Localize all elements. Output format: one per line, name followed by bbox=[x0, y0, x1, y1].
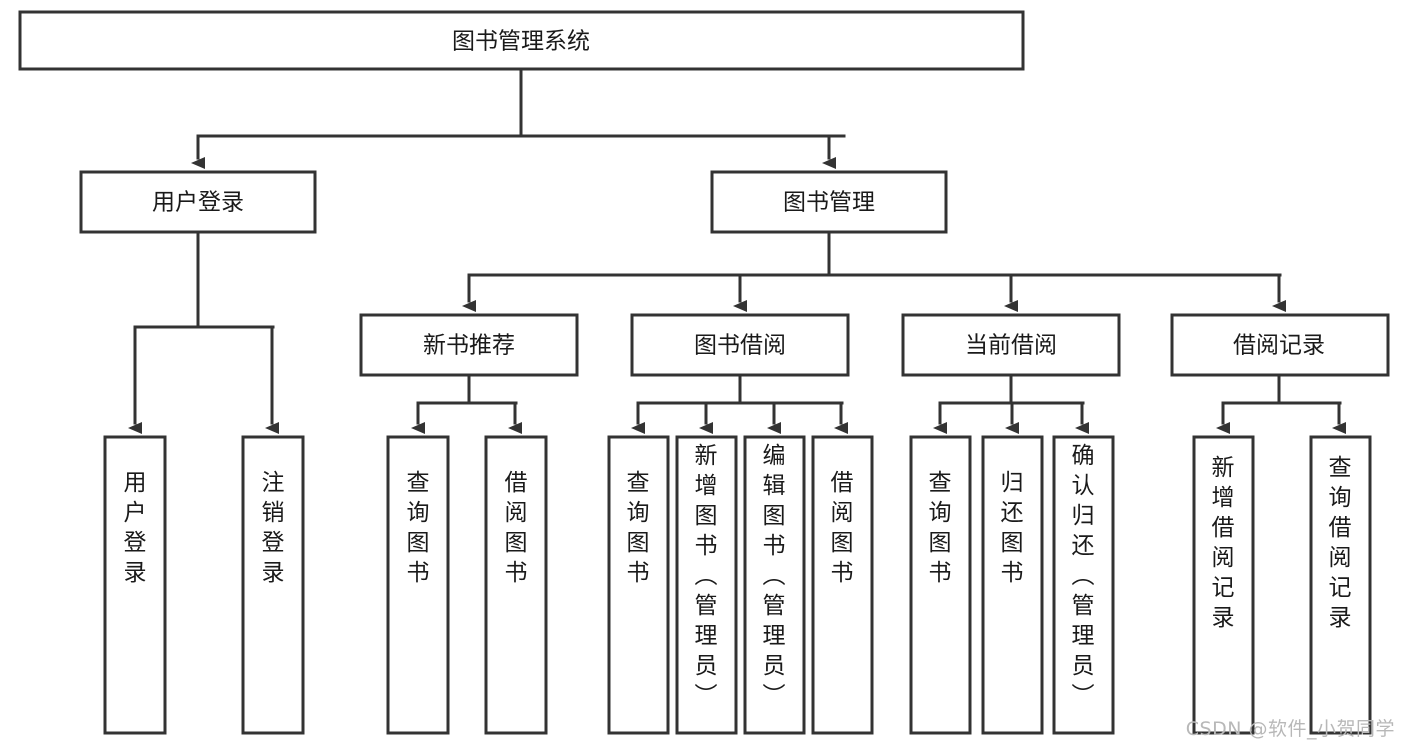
node-leaf-confirm-return-label: 确认归还︵管理员︶ bbox=[1072, 443, 1095, 709]
node-leaf-add-borrow-record[interactable]: 新增借阅记录 bbox=[1192, 435, 1255, 735]
node-user-login[interactable]: 用户登录 bbox=[79, 170, 317, 234]
connector-recommend-to-leaves bbox=[411, 373, 522, 434]
node-borrow-record-label: 借阅记录 bbox=[1233, 333, 1325, 359]
node-leaf-add-book[interactable]: 新增图书︵管理员︶ bbox=[675, 435, 738, 735]
node-user-login-label: 用户登录 bbox=[152, 190, 244, 216]
node-leaf-query-book-recommend[interactable]: 查询图书 bbox=[386, 435, 450, 735]
node-book-manage-label: 图书管理 bbox=[783, 190, 875, 216]
node-leaf-add-book-label: 新增图书︵管理员︶ bbox=[695, 443, 718, 709]
node-leaf-query-book-current-label: 查询图书 bbox=[929, 470, 952, 586]
node-leaf-logout[interactable]: 注销登录 bbox=[241, 435, 305, 735]
node-leaf-return-book-label: 归还图书 bbox=[1001, 470, 1024, 586]
node-root[interactable]: 图书管理系统 bbox=[18, 10, 1025, 71]
connector-user-login-to-leaves bbox=[128, 230, 279, 434]
node-leaf-edit-book[interactable]: 编辑图书︵管理员︶ bbox=[743, 435, 806, 735]
node-leaf-query-borrow-record-label: 查询借阅记录 bbox=[1329, 455, 1352, 631]
node-leaf-return-book[interactable]: 归还图书 bbox=[981, 435, 1044, 735]
node-borrow-record[interactable]: 借阅记录 bbox=[1170, 313, 1390, 377]
node-book-manage[interactable]: 图书管理 bbox=[710, 170, 948, 234]
node-leaf-borrow-book-recommend-label: 借阅图书 bbox=[505, 470, 528, 586]
node-leaf-user-login[interactable]: 用户登录 bbox=[103, 435, 167, 735]
node-root-label: 图书管理系统 bbox=[452, 29, 590, 55]
node-leaf-borrow-book-recommend[interactable]: 借阅图书 bbox=[484, 435, 548, 735]
node-new-book-recommend[interactable]: 新书推荐 bbox=[359, 313, 579, 377]
node-leaf-logout-label: 注销登录 bbox=[262, 470, 285, 586]
node-leaf-query-borrow-record[interactable]: 查询借阅记录 bbox=[1309, 435, 1372, 735]
node-leaf-query-book-borrow[interactable]: 查询图书 bbox=[607, 435, 670, 735]
node-leaf-query-book-current[interactable]: 查询图书 bbox=[909, 435, 972, 735]
connector-book-manage-to-level3 bbox=[462, 230, 1286, 312]
node-leaf-borrow-book-label: 借阅图书 bbox=[831, 470, 854, 586]
connector-borrow-to-leaves bbox=[631, 373, 848, 434]
node-leaf-add-borrow-record-label: 新增借阅记录 bbox=[1212, 455, 1235, 631]
connector-current-to-leaves bbox=[933, 373, 1089, 434]
node-leaf-query-book-recommend-label: 查询图书 bbox=[407, 470, 430, 586]
node-book-borrow-label: 图书借阅 bbox=[694, 333, 786, 359]
node-leaf-user-login-label: 用户登录 bbox=[124, 470, 147, 586]
node-leaf-edit-book-label: 编辑图书︵管理员︶ bbox=[763, 443, 786, 709]
node-leaf-borrow-book[interactable]: 借阅图书 bbox=[811, 435, 874, 735]
connector-record-to-leaves bbox=[1216, 373, 1346, 434]
node-current-borrow-label: 当前借阅 bbox=[965, 333, 1057, 359]
node-current-borrow[interactable]: 当前借阅 bbox=[901, 313, 1121, 377]
node-book-borrow[interactable]: 图书借阅 bbox=[630, 313, 850, 377]
node-leaf-confirm-return[interactable]: 确认归还︵管理员︶ bbox=[1052, 435, 1115, 735]
connector-root-to-level2 bbox=[191, 67, 846, 169]
node-new-book-recommend-label: 新书推荐 bbox=[423, 333, 515, 359]
node-leaf-query-book-borrow-label: 查询图书 bbox=[627, 470, 650, 586]
csdn-watermark: CSDN @软件_小贺同学 bbox=[1185, 718, 1395, 740]
